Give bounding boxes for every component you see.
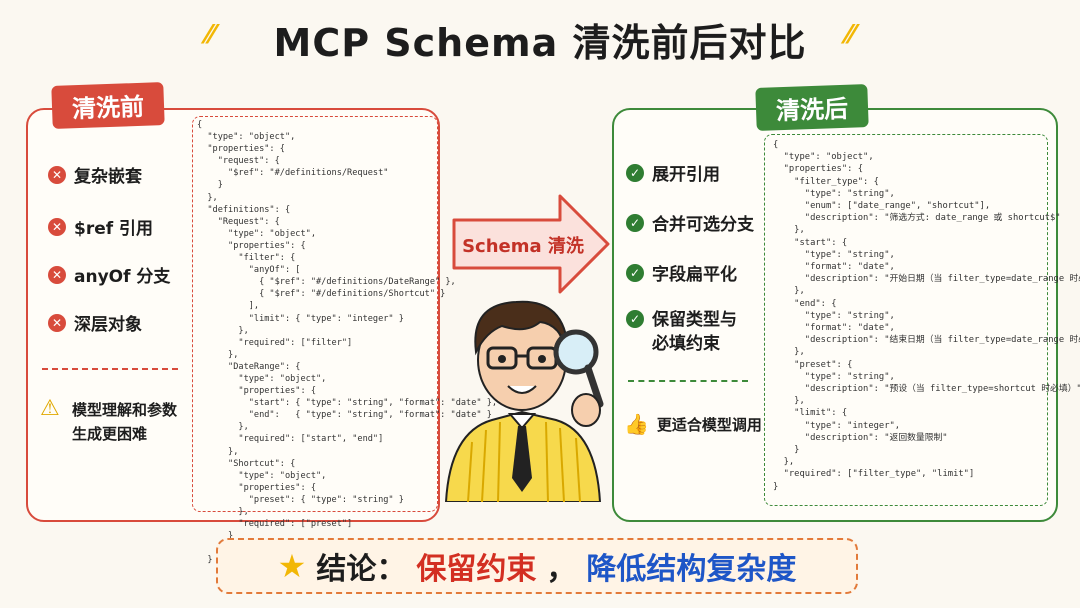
after-divider (628, 380, 748, 382)
before-item-2: ✕$ref 引用 (48, 214, 153, 239)
thumbs-up-icon: 👍 (624, 412, 649, 436)
check-icon: ✓ (626, 310, 644, 328)
star-icon: ★ (277, 547, 307, 585)
after-tab: 清洗后 (755, 84, 869, 131)
after-item-4: ✓ 保留类型与 必填约束 (626, 308, 737, 356)
x-mark-icon: ✕ (48, 165, 66, 184)
warning-icon: ⚠ (40, 396, 60, 421)
after-item-3: ✓字段扁平化 (626, 260, 737, 285)
check-icon: ✓ (626, 263, 644, 282)
before-item-4: ✕深层对象 (48, 310, 142, 335)
title-spark-right-icon: ⁄⁄ (846, 20, 855, 50)
before-panel (26, 108, 440, 522)
check-icon: ✓ (626, 213, 644, 232)
before-schema-code: { "type": "object", "properties": { "req… (192, 116, 497, 565)
x-mark-icon: ✕ (48, 313, 66, 332)
after-schema-code: { "type": "object", "properties": { "fil… (764, 134, 1080, 506)
title-spark-left-icon: ⁄⁄ (206, 20, 215, 50)
after-panel (612, 108, 1058, 522)
after-item-1: ✓展开引用 (626, 160, 720, 185)
page-title: MCP Schema 清洗前后对比 (273, 21, 807, 65)
after-item-2: ✓合并可选分支 (626, 210, 754, 235)
x-mark-icon: ✕ (48, 217, 66, 236)
arrow-label: Schema 清洗 (462, 236, 584, 257)
developer-character-icon (444, 300, 604, 502)
conclusion-banner: ★ 结论：保留约束，降低结构复杂度 (216, 538, 858, 594)
before-item-1: ✕复杂嵌套 (48, 162, 142, 187)
after-benefit: 👍更适合模型调用 (624, 412, 762, 436)
before-tab: 清洗前 (51, 82, 165, 129)
x-mark-icon: ✕ (48, 265, 66, 284)
before-item-3: ✕anyOf 分支 (48, 262, 170, 287)
transform-arrow-icon (452, 194, 610, 294)
before-warning: 模型理解和参数 生成更困难 (72, 401, 178, 443)
before-divider (42, 368, 178, 370)
check-icon: ✓ (626, 163, 644, 182)
